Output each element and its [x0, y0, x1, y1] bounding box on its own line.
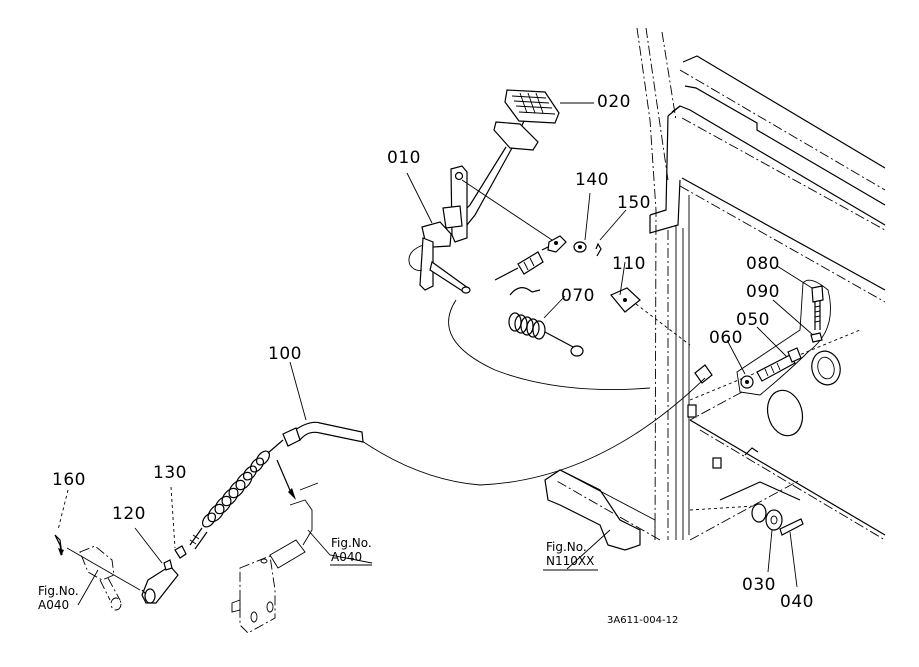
part-label-130: 130	[153, 463, 187, 483]
part-label-090: 090	[746, 282, 780, 302]
frame-structure	[544, 27, 886, 551]
figure-ref-line1: Fig.No.	[331, 536, 372, 550]
figure-ref-a040-left: Fig.No. A040	[38, 584, 79, 612]
part-label-050: 050	[736, 310, 770, 330]
drawing-code: 3A611-004-12	[607, 615, 679, 626]
part-label-030: 030	[742, 575, 776, 595]
figure-ref-line2: A040	[38, 598, 70, 612]
part-label-140: 140	[575, 170, 609, 190]
part-label-070: 070	[561, 286, 595, 306]
part-label-020: 020	[597, 92, 631, 112]
figure-ref-n110xx: Fig.No. N110XX	[546, 540, 594, 568]
cable-bracket	[231, 482, 373, 634]
part-label-040: 040	[780, 592, 814, 612]
figure-ref-line2: A040	[331, 550, 363, 564]
washer-pin	[689, 503, 804, 536]
part-label-060: 060	[709, 328, 743, 348]
plate	[610, 287, 691, 346]
rod-clevis-assembly	[494, 235, 602, 281]
figure-ref-a040-mid: Fig.No. A040	[331, 536, 372, 564]
part-label-160: 160	[52, 470, 86, 490]
pedal-arm	[408, 165, 556, 294]
stop-bolt-bracket	[689, 279, 841, 421]
figure-ref-line1: Fig.No.	[38, 584, 79, 598]
part-label-080: 080	[746, 254, 780, 274]
part-label-120: 120	[112, 504, 146, 524]
part-label-150: 150	[617, 193, 651, 213]
return-spring	[448, 287, 651, 390]
cable-assembly	[189, 377, 706, 550]
figure-ref-line2: N110XX	[546, 554, 595, 568]
figure-ref-line1: Fig.No.	[546, 540, 587, 554]
part-label-110: 110	[612, 254, 646, 274]
leader-lines	[57, 102, 814, 588]
part-label-100: 100	[268, 344, 302, 364]
yoke-assembly	[54, 534, 187, 611]
pedal-pad	[454, 89, 560, 241]
part-label-010: 010	[387, 148, 421, 168]
